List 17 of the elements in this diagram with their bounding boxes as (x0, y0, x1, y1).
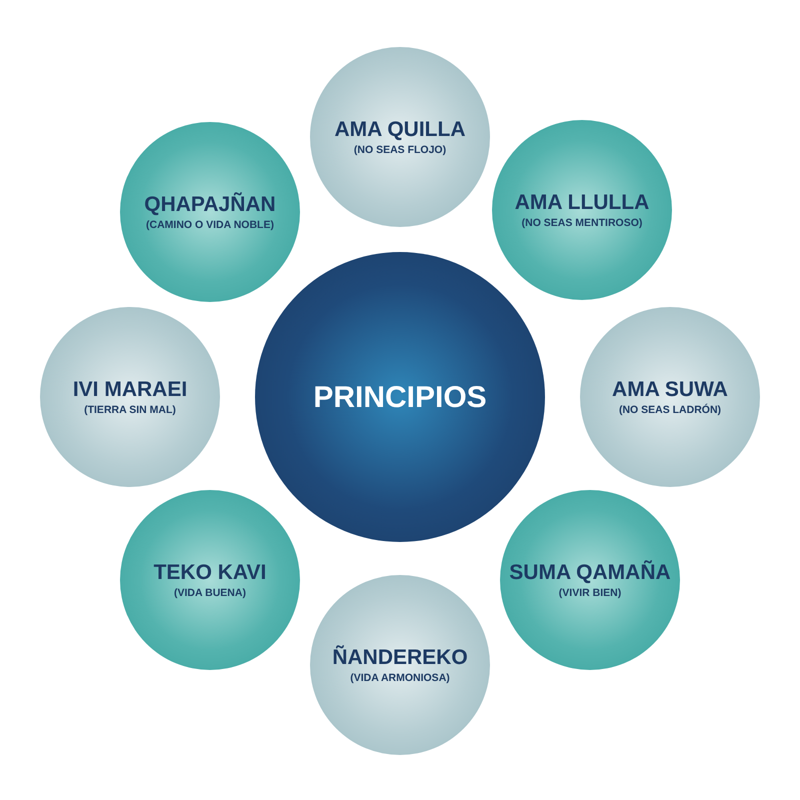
principle-name: ÑANDEREKO (332, 646, 468, 670)
principle-translation: (VIDA ARMONIOSA) (350, 672, 450, 684)
principle-name: SUMA QAMAÑA (509, 560, 671, 584)
principle-name: AMA QUILLA (334, 118, 466, 142)
principle-name: AMA LLULLA (514, 190, 650, 214)
principle-translation: (NO SEAS FLOJO) (354, 144, 446, 156)
principle-name: TEKO KAVI (154, 560, 266, 584)
principle-translation: (NO SEAS LADRÓN) (618, 404, 722, 416)
center-title: PRINCIPIOS (313, 380, 487, 414)
principle-translation: (NO SEAS MENTIROSO) (522, 217, 642, 230)
principle-translation: (VIDA BUENA) (174, 587, 246, 600)
principle-translation: (VIVIR BIEN) (558, 587, 622, 600)
principle-translation: (TIERRA SIN MAL) (84, 404, 176, 416)
principle-name: AMA SUWA (612, 378, 728, 402)
principle-name: QHAPAJÑAN (144, 192, 276, 216)
principle-name: IVI MARAEI (72, 378, 188, 402)
principle-translation: (CAMINO O VIDA NOBLE) (146, 219, 274, 232)
